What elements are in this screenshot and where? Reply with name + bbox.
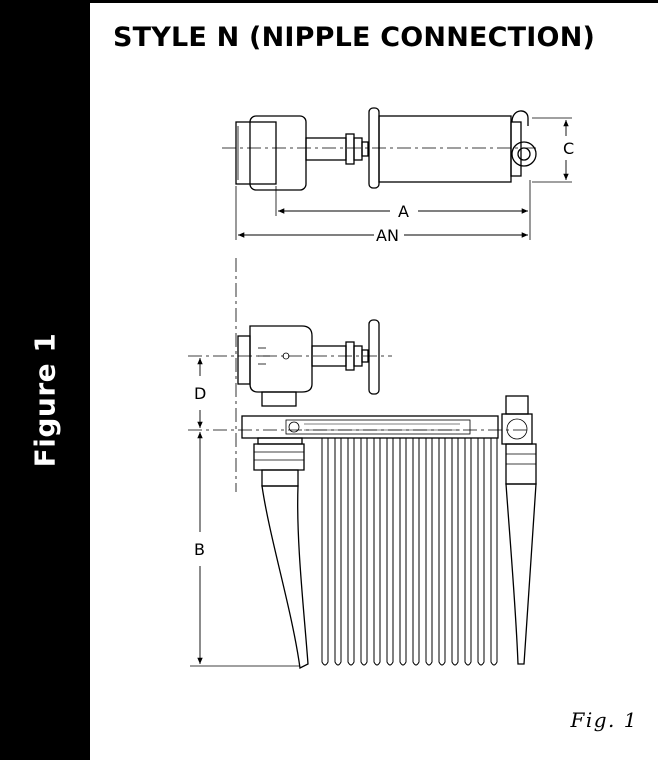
dim-label-b: B [194, 540, 205, 559]
nameplate [285, 419, 471, 435]
right-taper [505, 483, 537, 665]
figure-caption: Fig. 1 [570, 708, 638, 732]
top-main-tube [378, 115, 512, 183]
top-head [249, 115, 307, 191]
left-taper [261, 485, 309, 669]
dim-label-a: A [398, 202, 409, 221]
top-plug-cap [235, 121, 277, 185]
side-handwheel [368, 319, 380, 395]
dim-label-c: C [563, 139, 574, 158]
dim-label-an: AN [376, 226, 399, 245]
top-rule [0, 0, 658, 3]
sidebar-band: Figure 1 [0, 0, 90, 760]
top-view [222, 107, 572, 240]
side-valve-body [249, 325, 313, 393]
side-view [188, 258, 537, 669]
dim-label-d: D [194, 384, 206, 403]
side-plug [237, 335, 251, 385]
page-title: STYLE N (NIPPLE CONNECTION) [113, 22, 596, 53]
header-bar [241, 415, 499, 439]
top-stem [305, 137, 347, 161]
element-tubes [321, 438, 498, 666]
top-ring [511, 141, 537, 167]
